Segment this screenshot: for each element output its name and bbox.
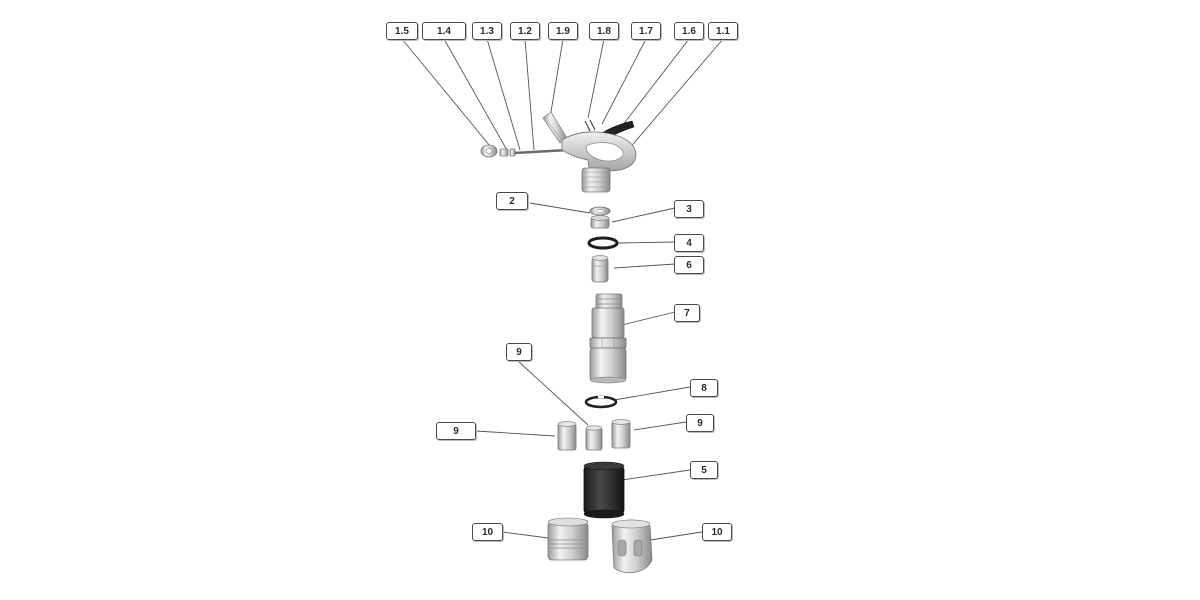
leader-1-9 (549, 38, 564, 119)
leader-7 (617, 311, 676, 327)
part-2-washer (589, 206, 611, 216)
leader-9-left (475, 430, 556, 437)
callout-1-2: 1.2 (510, 22, 540, 40)
callout-6: 6 (674, 256, 704, 274)
part-1-4-nut (499, 148, 509, 157)
part-4-o-ring (587, 236, 619, 250)
part-7-barrel (589, 293, 627, 384)
part-10-nozzle-right (611, 519, 653, 574)
leader-8 (613, 386, 691, 401)
leader-2 (529, 202, 591, 214)
leader-1-2 (524, 38, 535, 151)
part-1-1-handle-body (561, 131, 637, 193)
leader-1-5 (401, 38, 491, 147)
part-1-9-pin (542, 111, 568, 144)
leader-5 (621, 469, 691, 481)
callout-9-top: 9 (506, 343, 532, 361)
callout-1-7: 1.7 (631, 22, 661, 40)
part-1-8-spring-clip (584, 119, 596, 132)
leader-3 (611, 207, 676, 223)
part-9-jaw-middle (585, 425, 603, 451)
callout-1-5: 1.5 (386, 22, 418, 40)
callout-3: 3 (674, 200, 704, 218)
leader-lines (401, 38, 724, 541)
callout-1-6: 1.6 (674, 22, 704, 40)
callout-2: 2 (496, 192, 528, 210)
callout-1-3: 1.3 (472, 22, 502, 40)
leader-1-6 (621, 38, 690, 127)
part-6-valve-insert (591, 255, 609, 283)
callout-4: 4 (674, 234, 704, 252)
callout-1-9: 1.9 (548, 22, 578, 40)
leader-4 (617, 241, 676, 244)
part-1-3-washer (509, 148, 516, 157)
part-1-2-rod (514, 148, 569, 155)
part-10-collar-left (547, 517, 589, 561)
callout-1-1: 1.1 (708, 22, 738, 40)
callout-9-right: 9 (686, 414, 714, 432)
leader-6 (613, 263, 676, 269)
leader-1-8 (587, 38, 605, 119)
leader-1-3 (486, 38, 521, 151)
callout-10-right: 10 (702, 523, 732, 541)
leader-1-7 (601, 38, 647, 125)
leader-9-top (517, 360, 589, 426)
callout-10-left: 10 (472, 523, 503, 541)
part-9-jaw-right (611, 419, 631, 449)
callout-5: 5 (690, 461, 718, 479)
callout-1-4: 1.4 (422, 22, 466, 40)
callout-9-left: 9 (436, 422, 476, 440)
callout-1-8: 1.8 (589, 22, 619, 40)
leader-10-right (649, 531, 703, 541)
part-5-rubber-sleeve (583, 461, 625, 519)
part-8-retaining-ring (584, 395, 618, 409)
leader-9-right (633, 421, 687, 431)
callout-7: 7 (674, 304, 700, 322)
part-9-jaw-left (557, 421, 577, 451)
leader-1-4 (443, 38, 509, 153)
part-1-5-eye-end (480, 144, 498, 158)
part-3-bushing (590, 215, 610, 229)
part-1-handle-assembly (480, 111, 637, 193)
leader-1-1 (627, 38, 724, 151)
leader-10-left (502, 531, 549, 539)
callout-8: 8 (690, 379, 718, 397)
